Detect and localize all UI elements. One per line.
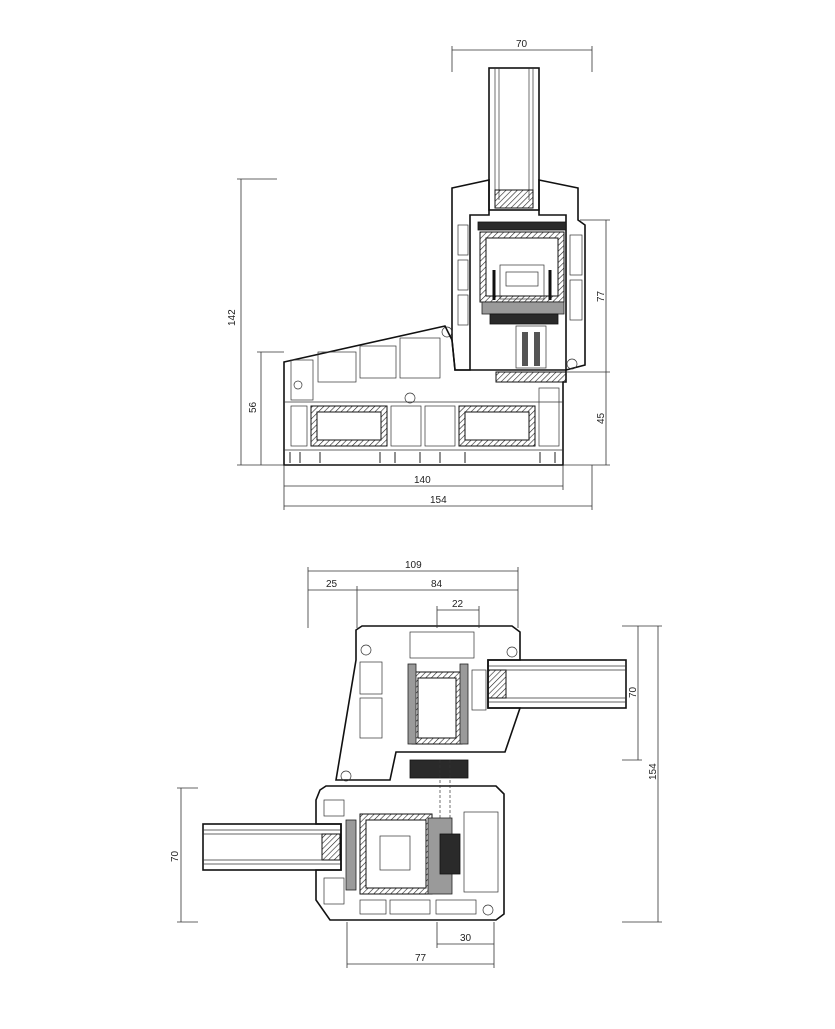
dim-label: 70 <box>628 686 639 698</box>
dim-label: 109 <box>405 560 422 571</box>
bottom-right-glass-pane <box>487 659 627 709</box>
bottom-upper-sash <box>335 625 522 782</box>
bottom-left-glass-pane <box>202 823 342 871</box>
dim-bottom-overall-height: 154 <box>622 625 662 923</box>
dim-label: 30 <box>460 933 472 944</box>
bottom-lower-frame <box>315 760 505 921</box>
dim-bottom-top-left: 25 <box>308 579 358 628</box>
dim-label: 154 <box>430 495 447 506</box>
dim-bottom-width: 77 <box>346 922 494 968</box>
top-sash-profile <box>441 179 586 383</box>
dim-top-total-height: 142 <box>227 178 284 466</box>
dim-top-sash-height: 77 <box>566 219 610 373</box>
dim-label: 45 <box>596 412 607 424</box>
top-frame-sill <box>283 325 567 466</box>
dim-label: 77 <box>415 953 427 964</box>
dim-label: 56 <box>248 401 259 413</box>
dim-label: 25 <box>326 579 338 590</box>
dim-label: 154 <box>648 763 659 780</box>
top-glass-pane <box>488 67 540 211</box>
dim-label: 142 <box>227 309 238 326</box>
dim-top-glass-width: 70 <box>451 39 593 72</box>
dim-label: 22 <box>452 599 464 610</box>
dim-label: 140 <box>414 475 431 486</box>
dim-bottom-top-inner: 22 <box>436 599 480 628</box>
dim-label: 70 <box>516 39 528 50</box>
top-dimensions: 70 142 56 77 45 140 <box>227 39 610 510</box>
dim-bottom-right-glass: 70 <box>622 625 642 761</box>
dim-bottom-top-right: 84 <box>357 579 518 591</box>
dim-top-base-width: 140 <box>283 465 564 490</box>
bottom-dimensions: 109 25 84 22 70 154 <box>170 560 662 968</box>
dim-label: 77 <box>596 290 607 302</box>
top-section-profile <box>283 67 586 466</box>
dim-bottom-left-glass: 70 <box>170 787 198 923</box>
dim-bottom-top-overall: 109 <box>307 560 519 628</box>
dim-bottom-inner: 30 <box>436 922 495 968</box>
dim-label: 70 <box>170 850 181 862</box>
bottom-section-profile <box>202 625 627 921</box>
dim-top-sill-height: 56 <box>248 351 284 465</box>
dim-top-overall-width: 154 <box>283 465 593 510</box>
dim-label: 84 <box>431 579 443 590</box>
dim-top-frame-height: 45 <box>563 372 610 466</box>
